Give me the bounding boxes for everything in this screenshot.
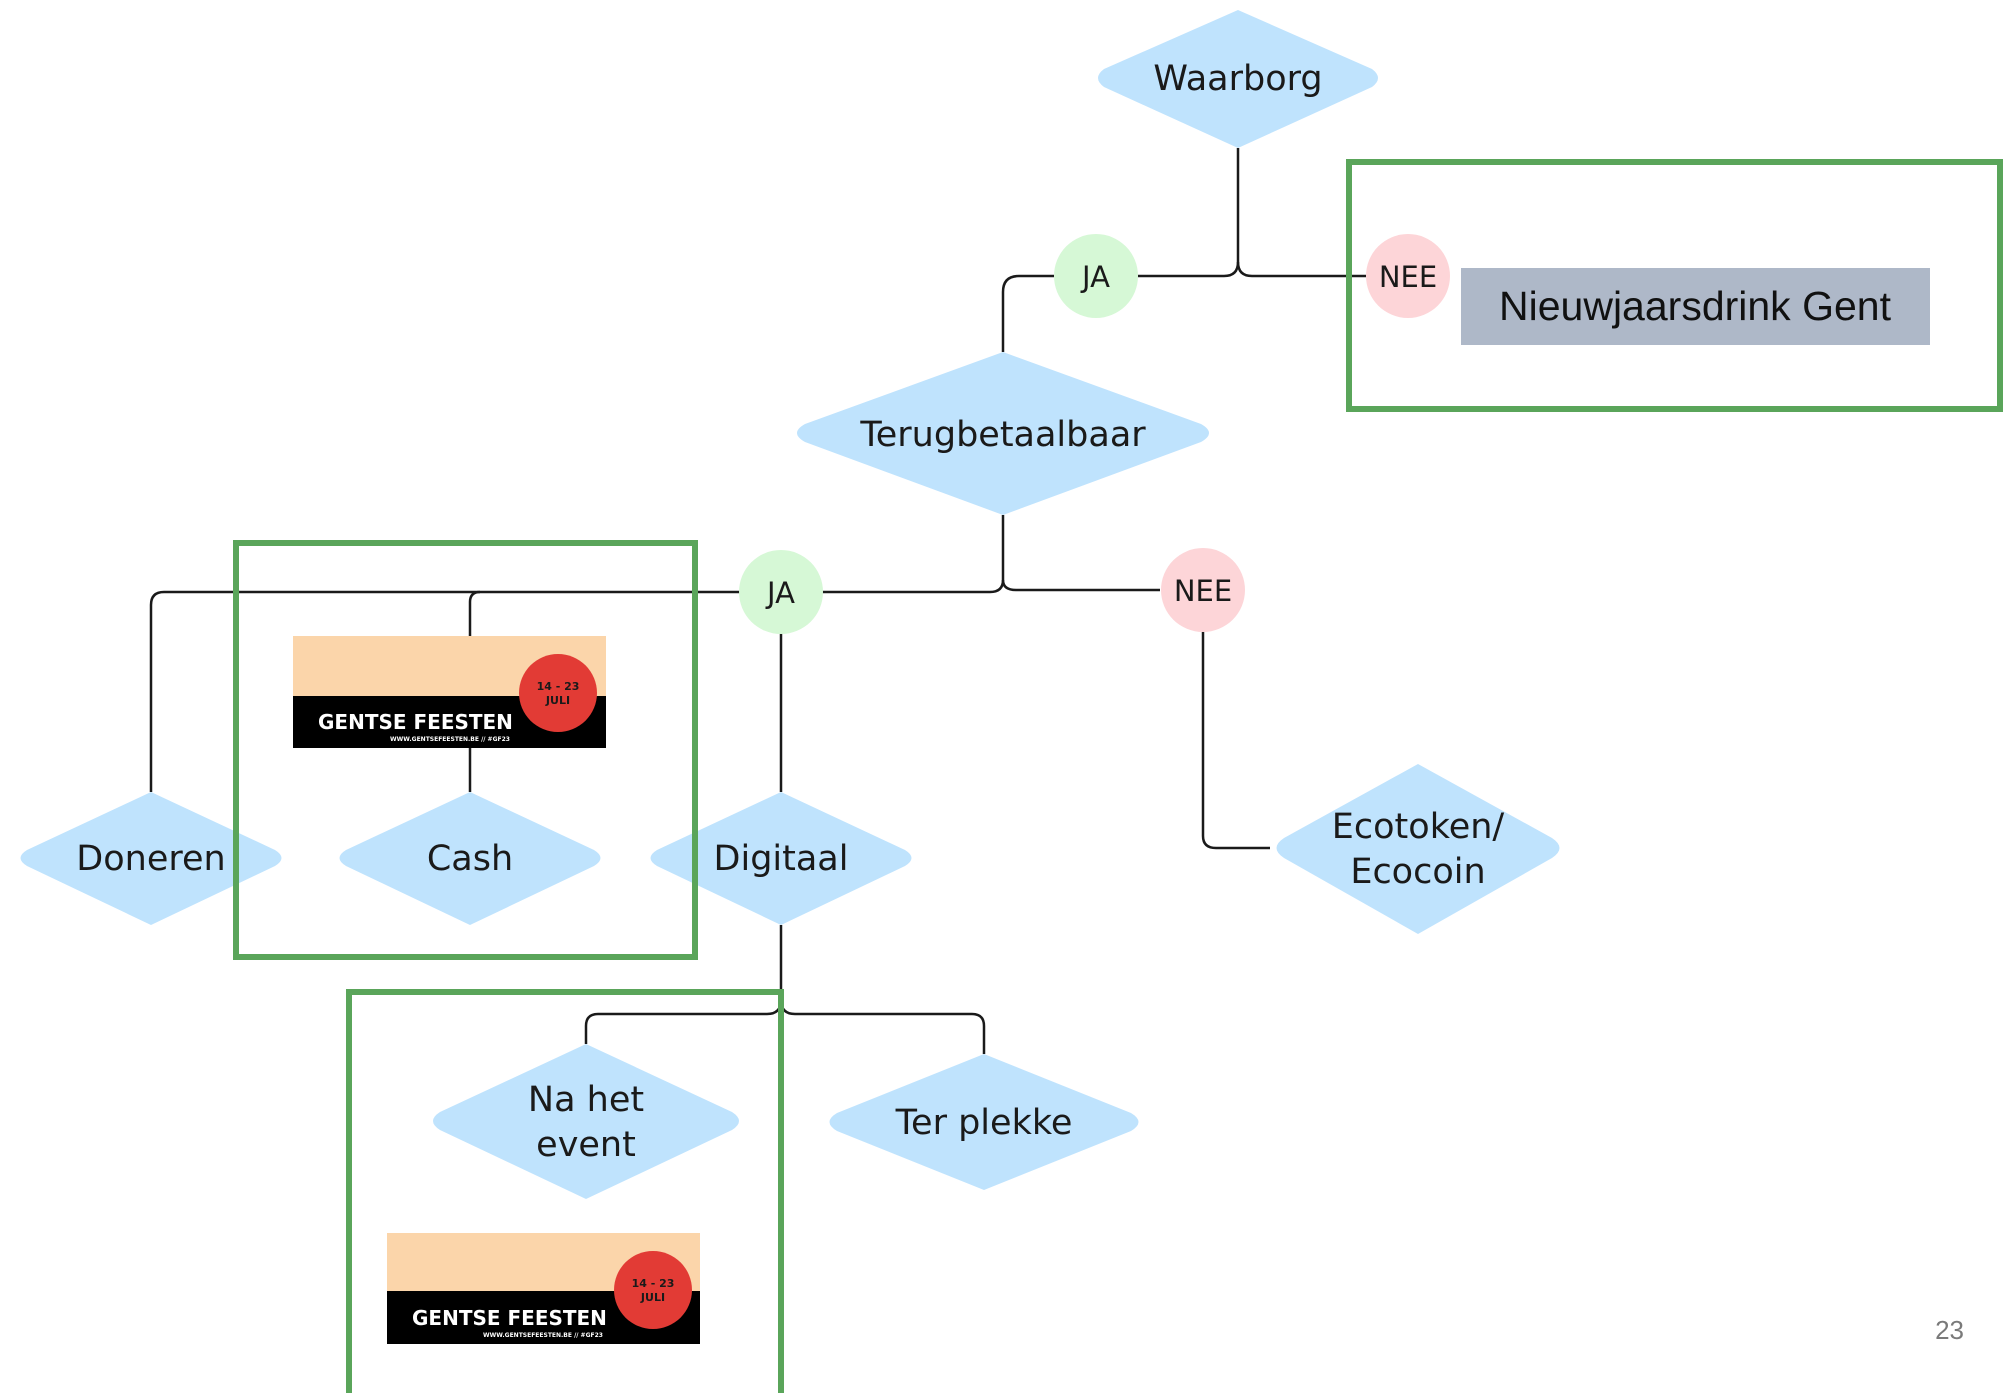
banner-url: WWW.GENTSEFEESTEN.BE // #GF23 xyxy=(483,1332,603,1339)
node-label-waarborg: Waarborg xyxy=(1153,59,1322,99)
node-label-ecotoken-line1: Ecotoken/ xyxy=(1332,807,1505,847)
node-waarborg: Waarborg xyxy=(1098,10,1378,148)
diamond-shape xyxy=(829,1054,1139,1190)
connector-ja-cash xyxy=(468,590,481,636)
callout-label: Nieuwjaarsdrink Gent xyxy=(1499,283,1892,329)
connector-waarborg xyxy=(1138,148,1240,278)
diamond-shape xyxy=(1098,10,1378,148)
connector-ja-terugbetaalbaar xyxy=(1001,274,1054,352)
gentse-feesten-logo-cash: GENTSE FEESTEN WWW.GENTSEFEESTEN.BE // #… xyxy=(293,636,606,748)
ja-label: JA xyxy=(765,576,795,610)
connector-terugbetaalbaar-ja xyxy=(822,515,1005,594)
ja-label: JA xyxy=(1080,260,1110,294)
gentse-feesten-logo-event: GENTSE FEESTEN WWW.GENTSEFEESTEN.BE // #… xyxy=(387,1233,700,1344)
node-label-terugbetaalbaar: Terugbetaalbaar xyxy=(859,415,1146,455)
node-label-digitaal: Digitaal xyxy=(714,839,849,879)
banner-url: WWW.GENTSEFEESTEN.BE // #GF23 xyxy=(390,736,510,743)
highlight-boxes xyxy=(233,159,2003,1393)
node-label-ecotoken-line2: Ecocoin xyxy=(1350,852,1485,892)
diamond-shape xyxy=(433,1044,739,1199)
connector-waarborg-nee xyxy=(1236,261,1366,278)
diamond-shape xyxy=(1276,764,1560,934)
date-badge xyxy=(614,1251,692,1329)
connector-digitaal-terplekke xyxy=(779,999,986,1054)
diamond-shape xyxy=(797,352,1209,515)
nee-circle xyxy=(1161,548,1245,632)
nee-label: NEE xyxy=(1174,574,1232,608)
node-cash: Cash xyxy=(339,792,601,925)
nee-label: NEE xyxy=(1379,260,1437,294)
date-line2: JULI xyxy=(545,694,570,707)
answer-nee-mid: NEE xyxy=(1161,548,1245,632)
callout-nieuwjaarsdrink: Nieuwjaarsdrink Gent xyxy=(1461,268,1930,345)
node-label-na-het-line2: event xyxy=(536,1125,636,1165)
node-terugbetaalbaar: Terugbetaalbaar xyxy=(797,352,1209,515)
diamond-shape xyxy=(650,792,912,925)
answer-nee-top: NEE xyxy=(1366,234,1450,318)
node-doneren: Doneren xyxy=(20,792,282,925)
node-label-cash: Cash xyxy=(427,839,513,879)
connector-ja-doneren xyxy=(149,590,742,792)
callout-background xyxy=(1461,268,1930,345)
node-label-doneren: Doneren xyxy=(76,839,225,879)
node-ter-plekke: Ter plekke xyxy=(829,1054,1139,1190)
node-digitaal: Digitaal xyxy=(650,792,912,925)
node-na-het-event: Na het event xyxy=(433,1044,739,1199)
date-line1: 14 - 23 xyxy=(537,680,580,693)
connector-digitaal xyxy=(584,925,783,1044)
date-badge xyxy=(519,654,597,732)
page-number: 23 xyxy=(1935,1315,1964,1345)
answer-ja-mid: JA xyxy=(739,550,823,634)
highlight-box-na-het-event xyxy=(346,989,784,1393)
banner-title: GENTSE FEESTEN xyxy=(318,710,513,734)
ja-circle xyxy=(739,550,823,634)
nee-circle xyxy=(1366,234,1450,318)
date-line2: JULI xyxy=(640,1291,665,1304)
node-label-na-het-line1: Na het xyxy=(528,1080,644,1120)
answer-ja-top: JA xyxy=(1054,234,1138,318)
node-label-ter-plekke: Ter plekke xyxy=(895,1103,1073,1143)
diamond-shape xyxy=(20,792,282,925)
highlight-box-nee xyxy=(1346,159,2003,412)
connector-terugbetaalbaar-nee xyxy=(1001,579,1160,592)
node-ecotoken: Ecotoken/ Ecocoin xyxy=(1276,764,1560,934)
connector-nee-ecotoken xyxy=(1201,632,1270,850)
banner-title: GENTSE FEESTEN xyxy=(412,1306,607,1330)
date-line1: 14 - 23 xyxy=(632,1277,675,1290)
ja-circle xyxy=(1054,234,1138,318)
highlight-box-cash xyxy=(233,540,698,960)
diamond-shape xyxy=(339,792,601,925)
